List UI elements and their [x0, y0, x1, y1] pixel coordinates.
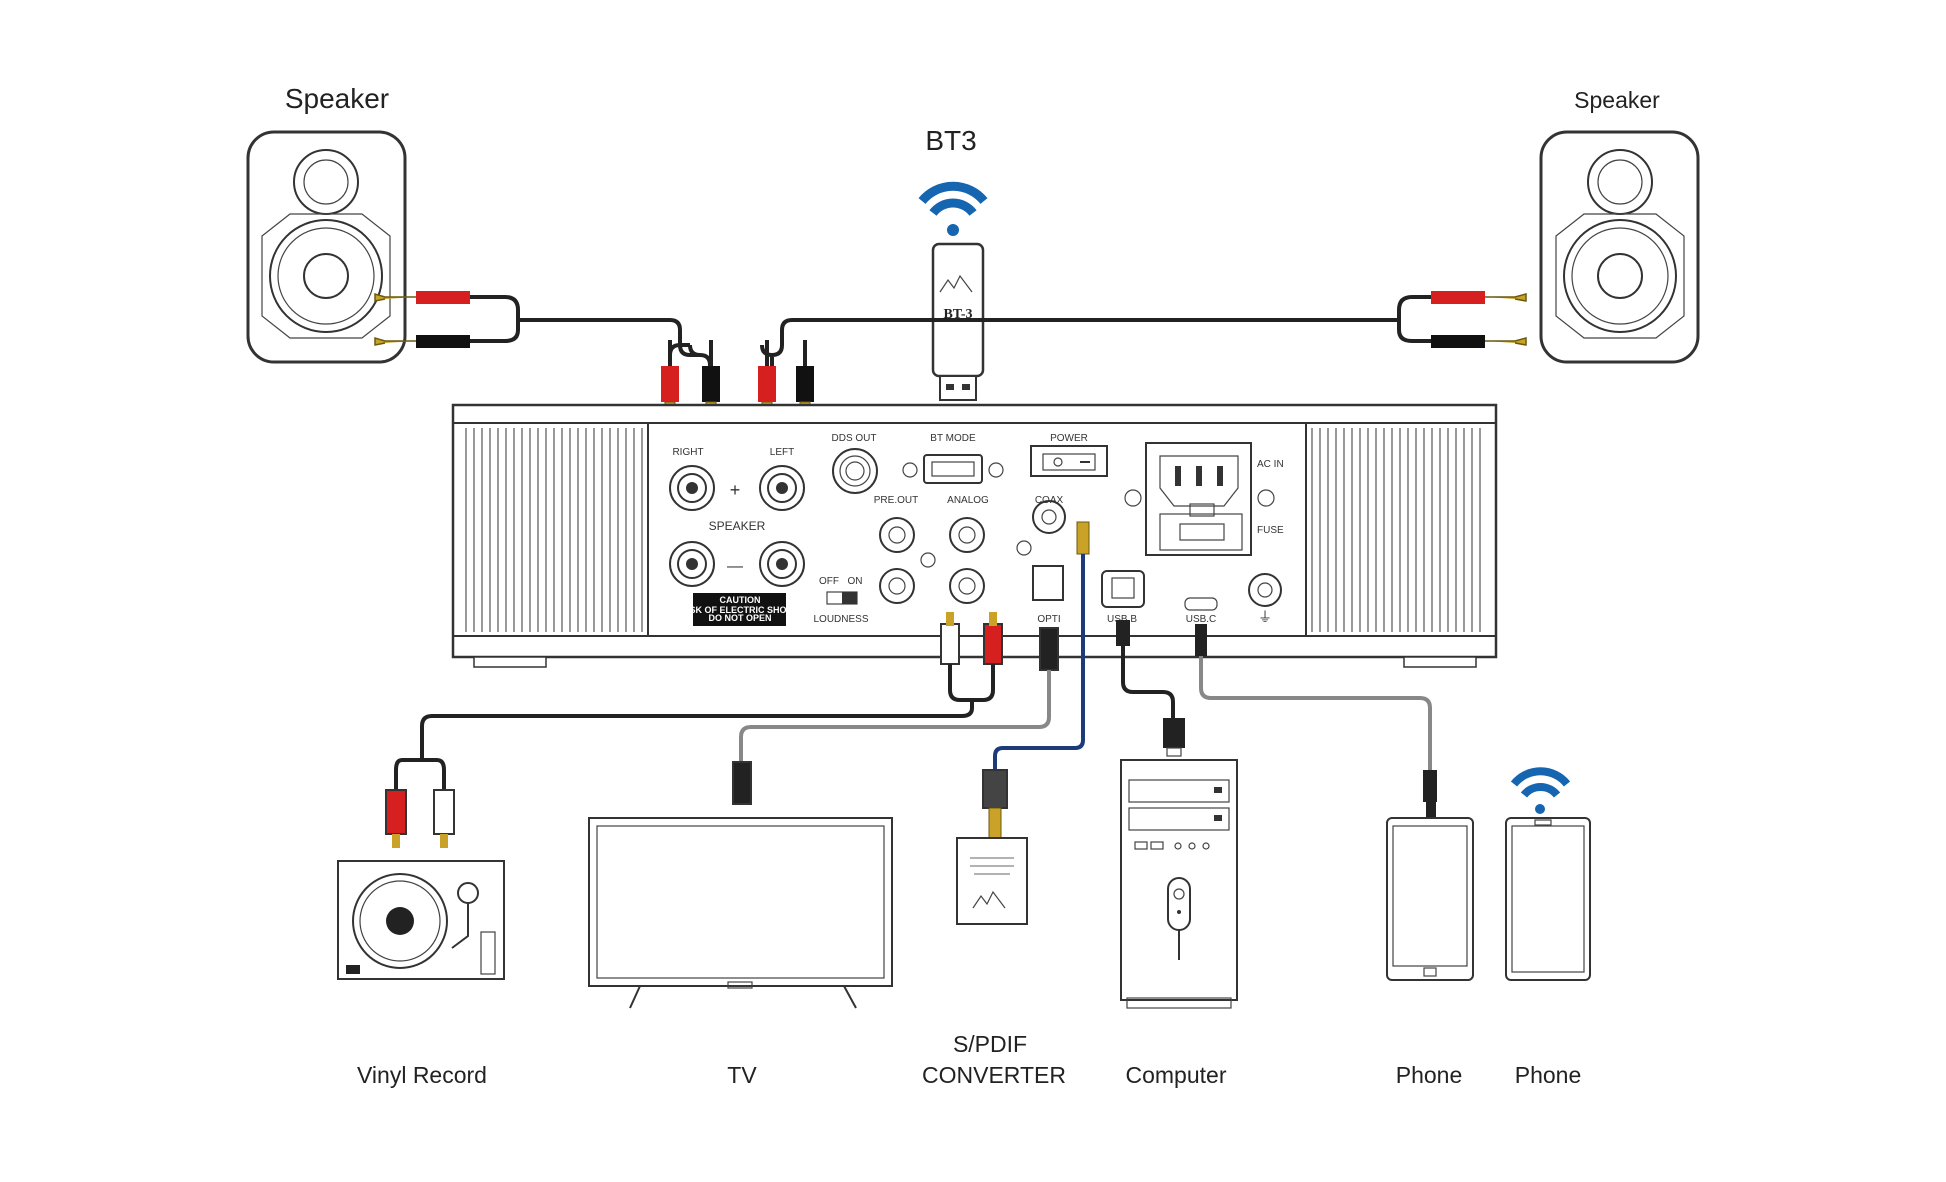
coax-plug	[993, 521, 1090, 770]
spdif-converter	[956, 769, 1028, 925]
wifi-icon	[918, 181, 988, 236]
computer-tower	[1120, 759, 1238, 1009]
wifi-icon-phone	[1510, 767, 1571, 814]
speaker-left	[246, 130, 407, 364]
speaker-left-label: Speaker	[285, 83, 389, 114]
spdif-label-line1: S/PDIF	[953, 1031, 1027, 1057]
tv	[588, 817, 893, 1009]
caution-label: CAUTION	[720, 595, 761, 605]
usb-cable-phone	[1195, 624, 1437, 802]
ground-icon: ⏚	[1258, 610, 1272, 626]
dds-out-jack: DDS OUT	[832, 433, 878, 494]
spdif-label-line2: CONVERTER	[922, 1062, 1066, 1088]
computer-label: Computer	[1126, 1062, 1227, 1088]
speaker-right-label: Speaker	[1574, 87, 1660, 113]
bt-mode-label: BT MODE	[930, 433, 976, 444]
vinyl-label: Vinyl Record	[357, 1062, 487, 1088]
ac-in-label: AC IN	[1257, 459, 1284, 470]
analog-label: ANALOG	[947, 495, 989, 506]
phone-wireless	[1505, 817, 1591, 981]
off-label: OFF	[819, 576, 839, 587]
opti-label: OPTI	[1037, 614, 1060, 625]
power-label: POWER	[1050, 433, 1088, 444]
phone1-label: Phone	[1396, 1062, 1463, 1088]
pre-out-label: PRE.OUT	[874, 495, 918, 506]
caution-line2: RISK OF ELECTRIC SHOCK	[680, 605, 800, 615]
speaker-right	[1539, 130, 1700, 364]
fuse-label: FUSE	[1257, 525, 1284, 536]
usb-cable-computer	[1116, 620, 1185, 757]
tv-label: TV	[727, 1062, 757, 1088]
speaker-cable-left	[374, 291, 712, 370]
speaker-panel-label: SPEAKER	[709, 519, 766, 533]
plus-sign: +	[730, 480, 741, 500]
caution-line3: DO NOT OPEN	[708, 613, 771, 623]
on-label: ON	[848, 576, 863, 587]
phone-wired	[1386, 802, 1474, 981]
bt3-label: BT3	[925, 125, 976, 156]
loudness-label: LOUDNESS	[813, 614, 868, 625]
bt-mode-port: BT MODE	[902, 433, 1004, 484]
usb-b-label: USB.B	[1107, 614, 1137, 625]
minus-sign: —	[727, 558, 743, 575]
left-label: LEFT	[770, 447, 794, 458]
rca-cable-vinyl	[385, 612, 1003, 848]
phone2-label: Phone	[1515, 1062, 1582, 1088]
bt3-dongle: BT-3	[931, 242, 985, 401]
optical-cable-tv	[732, 627, 1059, 805]
turntable	[337, 860, 505, 980]
right-label: RIGHT	[672, 447, 703, 458]
speaker-cable-right	[760, 291, 1527, 370]
dds-out-label: DDS OUT	[832, 433, 877, 444]
rca-inputs: PRE.OUT ANALOG COAX OFF ON LOUDNESS OPTI…	[813, 495, 1282, 626]
power-switch: POWER	[1030, 433, 1108, 477]
ac-inlet: AC IN FUSE	[1124, 442, 1284, 556]
speaker-terminals: RIGHT LEFT + — SPEAKER CAUTION RISK OF E…	[669, 447, 805, 626]
usb-c-label: USB.C	[1186, 614, 1217, 625]
